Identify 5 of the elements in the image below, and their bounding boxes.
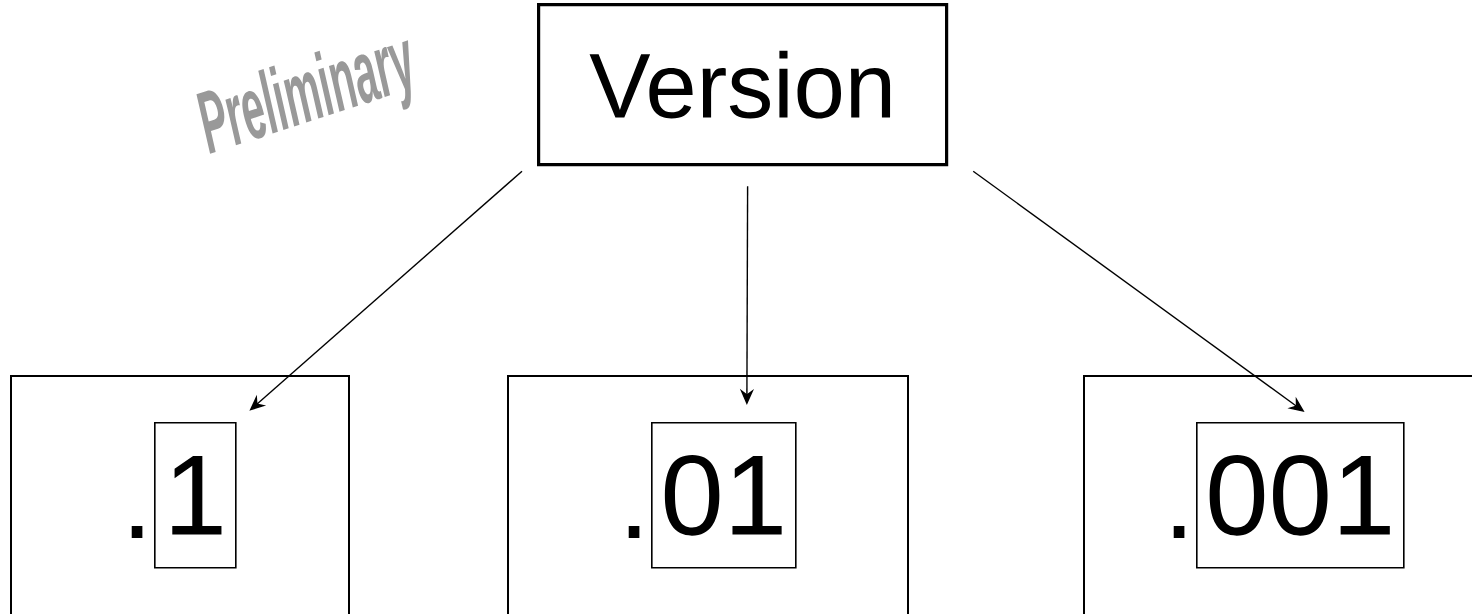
digit-box: 01 [651,422,797,569]
stamp-text: Preliminary [196,40,411,154]
digit-box: 1 [154,422,237,569]
digit-box: 001 [1196,422,1405,569]
title-box: Version [537,3,949,167]
